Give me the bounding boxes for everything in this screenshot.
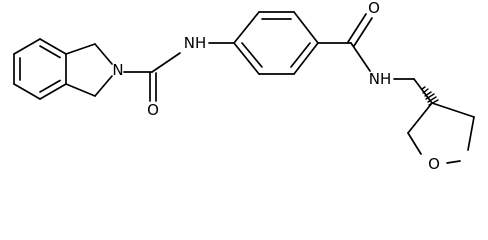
stereo-hashed-wedge xyxy=(421,86,439,106)
atom-label-nh-amide: NH xyxy=(369,70,392,88)
atom-label-o-amide: O xyxy=(368,0,380,17)
isoindoline-benzene-ring xyxy=(13,38,67,100)
isoindoline-pyrrolidine-ring xyxy=(65,43,113,97)
molecule-diagram: N O NH O NH O xyxy=(13,0,475,173)
amide-group xyxy=(317,13,373,72)
central-benzene-ring xyxy=(233,11,319,75)
atom-label-nh-urea: NH xyxy=(184,34,207,52)
atom-label-o-urea: O xyxy=(147,101,159,119)
atom-label-o-thf: O xyxy=(428,155,440,173)
tetrahydrofuran-ring xyxy=(407,102,475,164)
atom-label-n-isoindoline: N xyxy=(112,61,123,79)
amide-linker xyxy=(393,78,433,104)
urea-group xyxy=(123,52,181,102)
